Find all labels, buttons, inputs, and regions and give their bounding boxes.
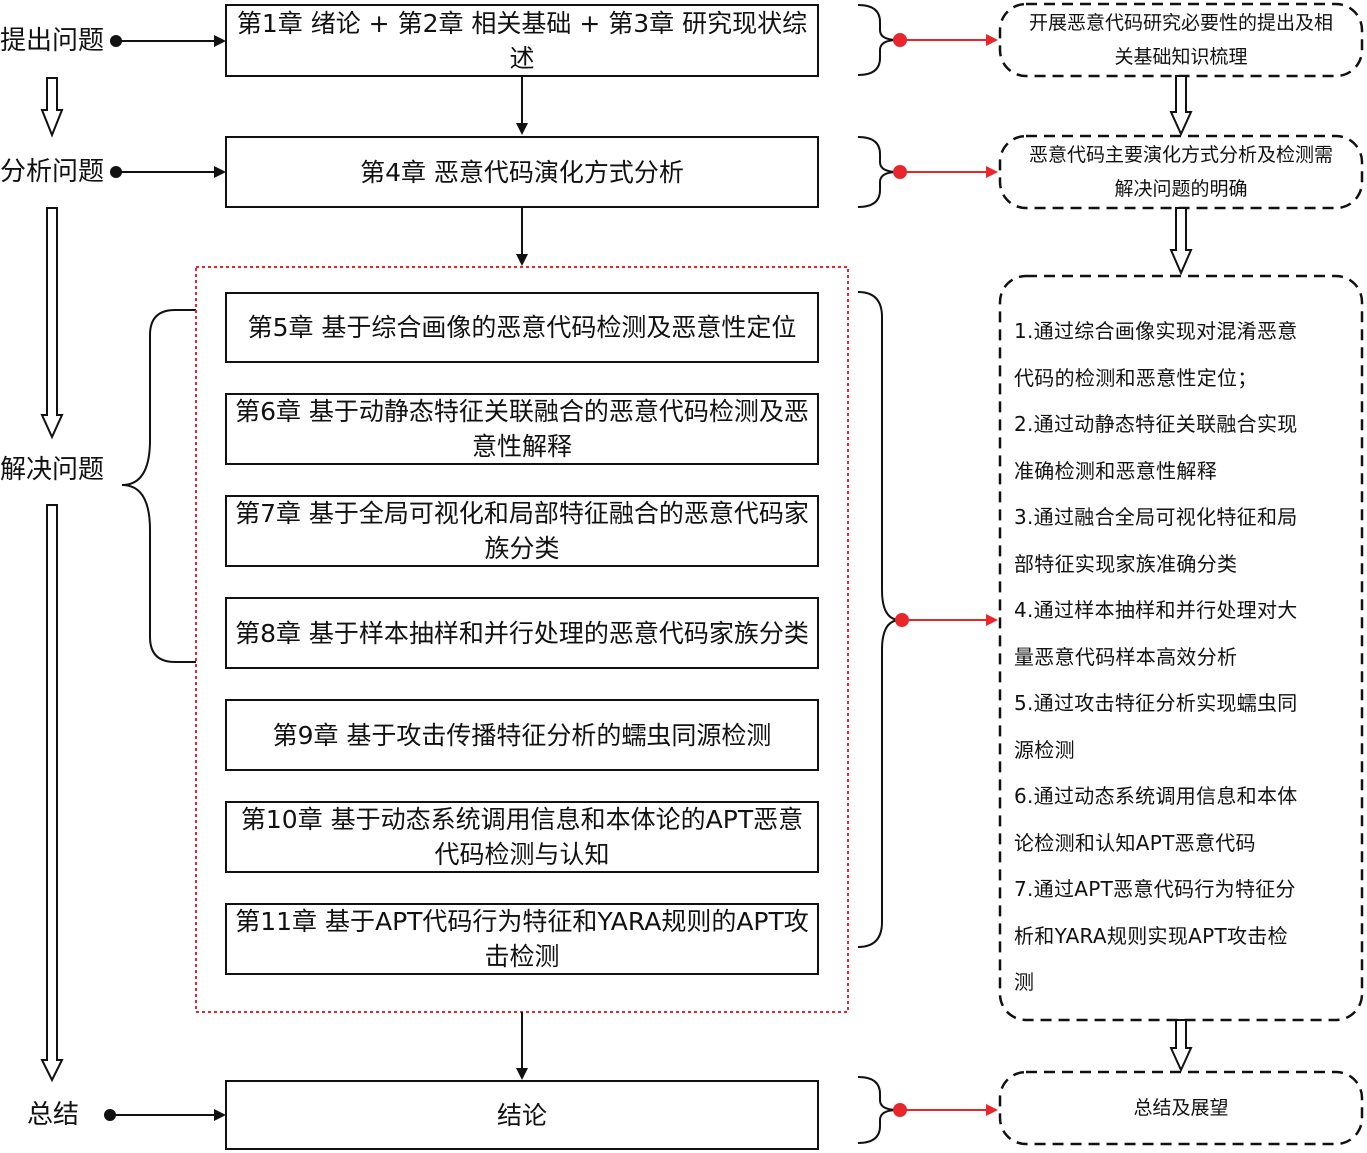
goal-box-2: 恶意代码主要演化方式分析及检测需解决问题的明确 <box>1000 136 1362 208</box>
stage-label-solve: 解决问题 <box>0 455 105 485</box>
right-braces <box>857 4 901 1144</box>
chapter-title: 第10章 基于动态系统调用信息和本体论的APT恶意代码检测与认知 <box>240 805 804 869</box>
chapter-box-7: 第7章 基于全局可视化和局部特征融合的恶意代码家族分类 <box>225 495 819 567</box>
chapter-title: 第7章 基于全局可视化和局部特征融合的恶意代码家族分类 <box>235 499 809 563</box>
goal-line: 源检测 <box>1014 737 1075 762</box>
chapter-title: 第9章 基于攻击传播特征分析的蠕虫同源检测 <box>272 720 772 750</box>
goal-box-3-list: 1.通过综合画像实现对混淆恶意 代码的检测和恶意性定位； 2.通过动静态特征关联… <box>1014 308 1352 1006</box>
stage-arrows <box>104 35 226 1121</box>
chapter-box-6: 第6章 基于动静态特征关联融合的恶意代码检测及恶意性解释 <box>225 393 819 465</box>
chapter-title: 第6章 基于动静态特征关联融合的恶意代码检测及恶意性解释 <box>235 397 809 461</box>
chapter-box-9: 第9章 基于攻击传播特征分析的蠕虫同源检测 <box>225 699 819 771</box>
goal-line: 量恶意代码样本高效分析 <box>1014 644 1238 669</box>
goal-line: 4.通过样本抽样和并行处理对大 <box>1014 598 1298 622</box>
goal-text: 开展恶意代码研究必要性的提出及相关基础知识梳理 <box>1028 12 1333 68</box>
goal-flow-arrows <box>1169 75 1193 1073</box>
goal-line: 5.通过攻击特征分析实现蠕虫同 <box>1014 691 1298 715</box>
chapter-title: 第4章 恶意代码演化方式分析 <box>360 157 684 187</box>
goal-line: 部特征实现家族准确分类 <box>1014 551 1238 576</box>
stage-flow-arrows <box>40 77 64 1083</box>
chapter-title: 结论 <box>496 1100 547 1130</box>
chapter-title: 第5章 基于综合画像的恶意代码检测及恶意性定位 <box>247 313 797 342</box>
stage-label-summary: 总结 <box>27 1100 80 1130</box>
stage-label-analyze: 分析问题 <box>0 157 105 187</box>
goal-line: 2.通过动静态特征关联融合实现 <box>1014 412 1298 436</box>
chapter-box-11: 第11章 基于APT代码行为特征和YARA规则的APT攻击检测 <box>225 903 819 975</box>
goal-line: 测 <box>1014 970 1035 994</box>
chapter-title: 第1章 绪论 + 第2章 相关基础 + 第3章 研究现状综述 <box>236 8 808 73</box>
goal-box-1: 开展恶意代码研究必要性的提出及相关基础知识梳理 <box>1000 4 1362 76</box>
goal-line: 3.通过融合全局可视化特征和局 <box>1014 505 1298 529</box>
goal-line: 准确检测和恶意性解释 <box>1014 458 1217 483</box>
chapter-box-1-3: 第1章 绪论 + 第2章 相关基础 + 第3章 研究现状综述 <box>225 4 819 77</box>
solve-left-brace <box>121 309 196 663</box>
chapter-title: 第11章 基于APT代码行为特征和YARA规则的APT攻击检测 <box>235 907 809 971</box>
goal-line: 1.通过综合画像实现对混淆恶意 <box>1014 319 1298 343</box>
goal-box-4: 总结及展望 <box>1000 1072 1362 1144</box>
goal-arrows <box>893 33 998 1117</box>
stage-label-propose: 提出问题 <box>0 26 105 56</box>
goal-line: 7.通过APT恶意代码行为特征分 <box>1014 877 1296 901</box>
chapter-box-4: 第4章 恶意代码演化方式分析 <box>225 136 819 208</box>
chapter-box-5: 第5章 基于综合画像的恶意代码检测及恶意性定位 <box>225 292 819 363</box>
chapter-box-8: 第8章 基于样本抽样和并行处理的恶意代码家族分类 <box>225 597 819 669</box>
chapter-box-10: 第10章 基于动态系统调用信息和本体论的APT恶意代码检测与认知 <box>225 801 819 873</box>
goal-line: 析和YARA规则实现APT攻击检 <box>1014 923 1288 948</box>
goal-line: 6.通过动态系统调用信息和本体 <box>1014 784 1298 808</box>
chapter-title: 第8章 基于样本抽样和并行处理的恶意代码家族分类 <box>235 618 809 648</box>
goal-line: 论检测和认知APT恶意代码 <box>1014 830 1256 855</box>
goal-text: 总结及展望 <box>1133 1097 1229 1119</box>
goal-line: 代码的检测和恶意性定位； <box>1014 365 1258 390</box>
chapter-box-conclusion: 结论 <box>225 1080 819 1150</box>
goal-text: 恶意代码主要演化方式分析及检测需解决问题的明确 <box>1028 144 1333 200</box>
